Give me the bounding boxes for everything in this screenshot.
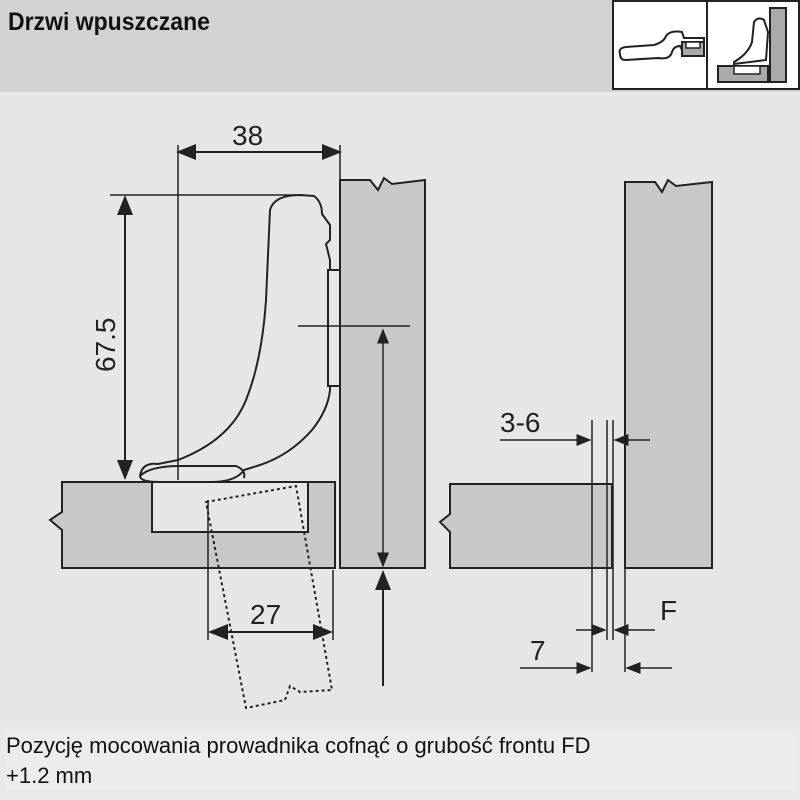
dimension-27: 27: [250, 599, 281, 630]
note-line-1: Pozycję mocowania prowadnika cofnąć o gr…: [6, 733, 591, 758]
label-f: F: [660, 595, 677, 626]
note-line-2: +1.2 mm: [6, 763, 93, 788]
hinge-plate: [327, 269, 341, 387]
hinge-arm: [138, 193, 331, 483]
dimension-3-6: 3-6: [500, 407, 540, 438]
dimension-67-5: 67.5: [90, 318, 121, 373]
mounting-note: Pozycję mocowania prowadnika cofnąć o gr…: [6, 731, 796, 791]
dimension-7: 7: [530, 635, 546, 666]
hinge-inset-door-icon: [706, 0, 800, 90]
dimension-38: 38: [232, 120, 263, 151]
hinge-side-view-icon: [612, 0, 708, 90]
page-title: Drzwi wpuszczane: [8, 8, 210, 36]
diagram-area: 38 67.5 27 3-6 F 7: [0, 96, 800, 724]
hinge-cup-recess: [151, 481, 309, 533]
mounting-plate-outline-dotted: [204, 484, 334, 710]
header-bar: Drzwi wpuszczane: [0, 0, 800, 92]
door-panel-right: [624, 178, 713, 569]
cabinet-side-panel-right: [438, 483, 613, 569]
